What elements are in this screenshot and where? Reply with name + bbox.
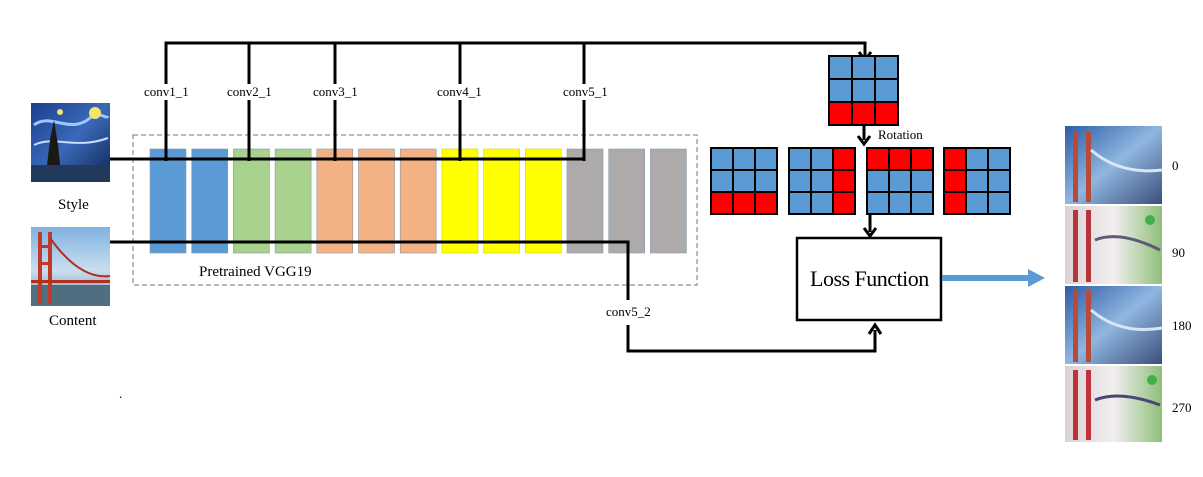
style-feature-lines xyxy=(110,41,867,161)
grid-cell xyxy=(888,191,912,215)
vgg-layer-block xyxy=(191,148,228,254)
output-angle-90: 90 xyxy=(1172,245,1185,260)
network-label: Pretrained VGG19 xyxy=(199,264,312,280)
vgg-layer-block xyxy=(274,148,312,254)
vgg-layer-block xyxy=(149,148,187,254)
grid-cell xyxy=(910,147,934,171)
arrow-into-loss-from-content xyxy=(867,322,883,335)
grid-cell xyxy=(888,169,912,193)
loss-function-label: Loss Function xyxy=(810,266,929,291)
content-feature-lines xyxy=(110,240,877,353)
grid-cell xyxy=(788,191,812,215)
grid-cell xyxy=(866,191,890,215)
rotated-grid-180 xyxy=(866,147,934,215)
grid-cell xyxy=(832,191,856,215)
rotated-grid-90 xyxy=(788,147,856,215)
content-image xyxy=(31,227,111,306)
output-image-0 xyxy=(1065,126,1163,204)
rotated-grid-0 xyxy=(710,147,778,215)
grid-cell xyxy=(710,169,734,193)
grid-cell xyxy=(910,191,934,215)
rotation-label: Rotation xyxy=(878,127,923,142)
grid-cell xyxy=(732,191,756,215)
grid-cell xyxy=(965,169,989,193)
output-image-270 xyxy=(1065,366,1162,442)
output-angle-0: 0 xyxy=(1172,158,1179,173)
grid-cell xyxy=(828,101,853,126)
grid-cell xyxy=(874,78,899,103)
grid-cell xyxy=(866,147,890,171)
grid-cell xyxy=(828,55,853,80)
output-image-90 xyxy=(1065,206,1162,284)
grid-cell xyxy=(987,169,1011,193)
grid-cell xyxy=(987,147,1011,171)
layer-label-conv1-1: conv1_1 xyxy=(144,84,189,100)
vgg-layer-block xyxy=(608,148,646,254)
style-grid xyxy=(828,55,899,126)
grid-cell xyxy=(874,101,899,126)
layer-label-conv2-1: conv2_1 xyxy=(227,84,272,100)
output-image-180 xyxy=(1065,286,1163,364)
vgg-layers xyxy=(149,148,687,254)
grid-cell xyxy=(828,78,853,103)
vgg-layer-block xyxy=(524,148,562,254)
grid-cell xyxy=(788,169,812,193)
vgg19-box xyxy=(132,134,698,286)
stray-mark: . xyxy=(119,386,123,401)
grid-cell xyxy=(874,55,899,80)
output-angle-180: 180 xyxy=(1172,318,1192,333)
grid-cell xyxy=(754,169,778,193)
vgg-layer-block xyxy=(650,148,687,254)
grid-cell xyxy=(851,55,876,80)
grid-cell xyxy=(788,147,812,171)
layer-label-conv4-1: conv4_1 xyxy=(437,84,482,100)
vgg-layer-block xyxy=(566,148,604,254)
grid-cell xyxy=(965,191,989,215)
grid-cell xyxy=(888,147,912,171)
grid-cell xyxy=(851,101,876,126)
grid-cell xyxy=(965,147,989,171)
layer-label-conv5-1: conv5_1 xyxy=(563,84,608,100)
grid-cell xyxy=(732,147,756,171)
grid-cell xyxy=(943,169,967,193)
vgg-layer-block xyxy=(358,148,395,254)
vgg-layer-block xyxy=(483,148,520,254)
style-image xyxy=(31,103,110,182)
grid-cell xyxy=(832,169,856,193)
vgg-layer-block xyxy=(441,148,479,254)
grid-cell xyxy=(810,169,834,193)
grid-cell xyxy=(810,191,834,215)
grid-cell xyxy=(832,147,856,171)
output-angle-270: 270 xyxy=(1172,400,1192,415)
loss-function-box xyxy=(795,236,943,322)
grid-cell xyxy=(987,191,1011,215)
rotation-arrow-head xyxy=(856,135,872,147)
grid-cell xyxy=(754,147,778,171)
grid-cell xyxy=(866,169,890,193)
vgg-layer-block xyxy=(399,148,437,254)
layer-label-conv5-2: conv5_2 xyxy=(606,304,651,320)
output-arrow xyxy=(942,269,1045,287)
grid-cell xyxy=(810,147,834,171)
vgg-layer-block xyxy=(316,148,354,254)
grid-to-loss-head xyxy=(862,227,878,239)
layer-label-conv3-1: conv3_1 xyxy=(313,84,358,100)
grid-cell xyxy=(754,191,778,215)
grid-cell xyxy=(710,147,734,171)
grid-cell xyxy=(710,191,734,215)
grid-cell xyxy=(851,78,876,103)
grid-cell xyxy=(943,191,967,215)
style-label: Style xyxy=(58,197,89,213)
vgg-layer-block xyxy=(233,148,270,254)
grid-cell xyxy=(943,147,967,171)
content-label: Content xyxy=(49,313,97,329)
grid-cell xyxy=(910,169,934,193)
rotated-grid-270 xyxy=(943,147,1011,215)
grid-cell xyxy=(732,169,756,193)
